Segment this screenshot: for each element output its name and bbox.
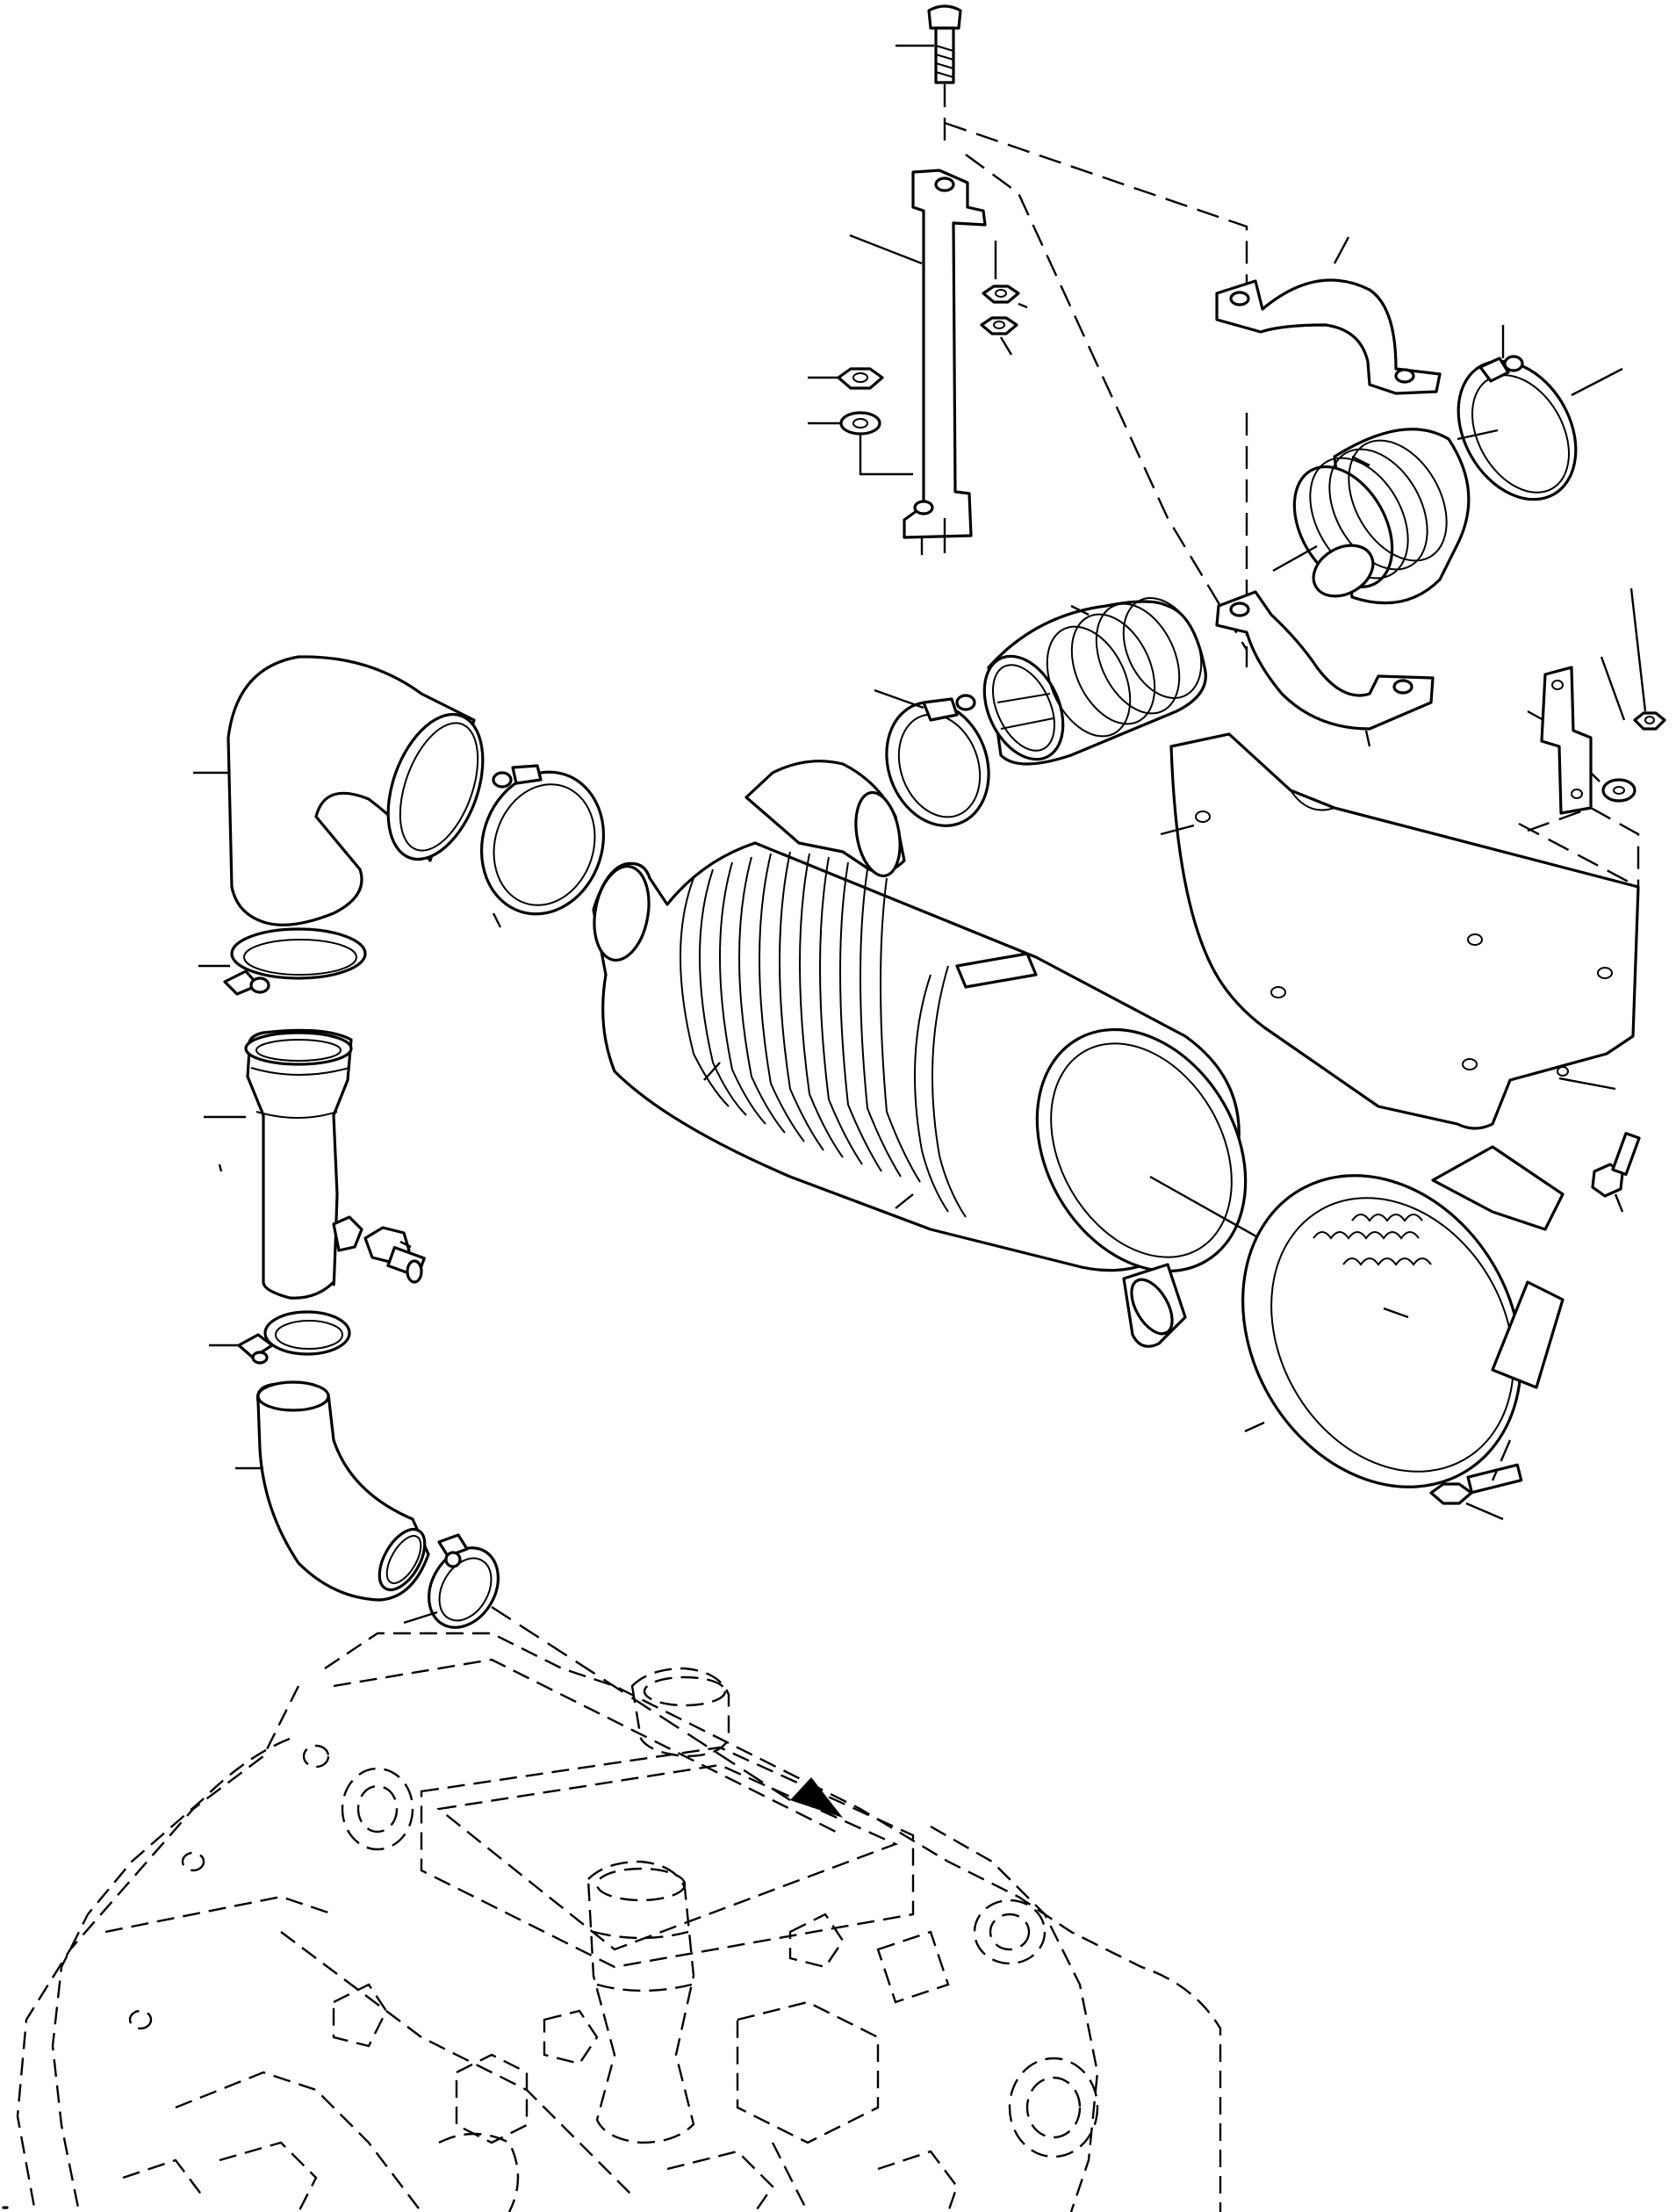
bracket-nuts [808, 241, 1028, 476]
hose-clamp-left-upper [479, 764, 606, 928]
saddle-clamp-lower [1215, 590, 1435, 747]
angle-bracket-right [1527, 587, 1666, 887]
bolt-right-low [1429, 1439, 1523, 1521]
air-filter-housing [592, 760, 1263, 1348]
hose-clamp-left-4 [403, 1533, 500, 1629]
restriction-tube [204, 1028, 426, 1300]
engine-block-phantom [16, 1605, 1222, 2212]
hose-clamp-upper-right [1457, 325, 1623, 501]
filter-band-clamp [1241, 1145, 1565, 1488]
mounting-plate [1160, 732, 1640, 1130]
connector-hose [982, 597, 1207, 766]
bellows-upper [1272, 428, 1471, 605]
hose-clamp-left-3 [209, 1310, 351, 1365]
hose-clamp-middle [874, 688, 990, 827]
assembly-lines-top [943, 84, 1248, 667]
hose-clamp-left-2 [198, 927, 367, 996]
elbow-hose-lower [235, 1380, 430, 1602]
bolt-right-mid [1591, 1131, 1641, 1213]
top-bolt [896, 4, 962, 84]
elbow-hose-main [193, 655, 485, 926]
strap-bracket [849, 169, 987, 555]
saddle-clamp-upper [1215, 236, 1442, 395]
